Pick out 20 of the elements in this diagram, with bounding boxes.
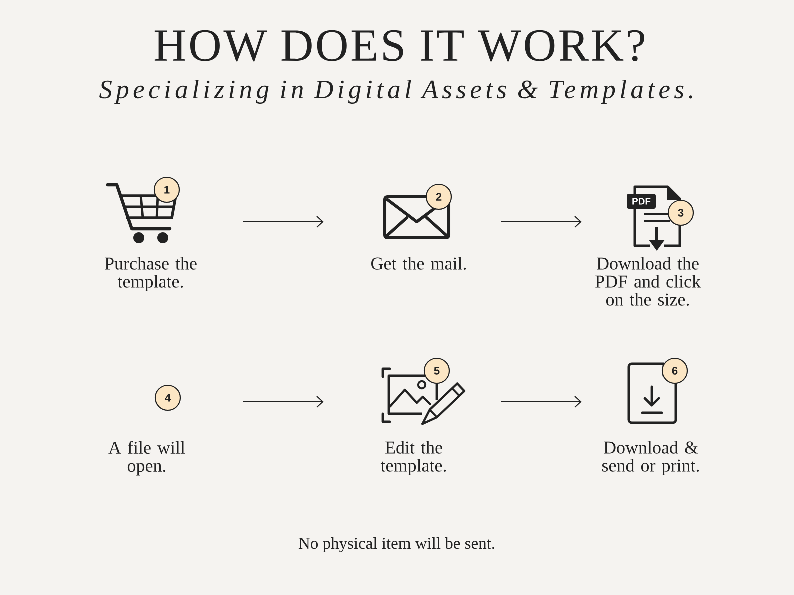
number-badge: 1 — [154, 176, 180, 204]
title: HOW DOES IT WORK? — [154, 30, 644, 62]
step-caption: Download & send or print. — [602, 441, 700, 476]
arrow — [243, 216, 324, 228]
subtitle: Specializing in Digital Assets & Templates. — [100, 80, 692, 104]
step-caption: Get the mail. — [372, 257, 466, 270]
arrow — [501, 216, 582, 228]
number-badge: 5 — [424, 358, 450, 384]
file-type-label: PDF — [627, 194, 656, 209]
note: No physical item will be sent. — [298, 538, 494, 552]
number-badge: 4 — [154, 384, 182, 412]
number-badge: 2 — [426, 184, 452, 210]
step-caption: Purchase the template. — [105, 257, 197, 292]
number-badge: 6 — [662, 358, 688, 384]
step-caption: A file will open. — [108, 441, 186, 476]
arrow — [501, 396, 582, 408]
number-badge: 3 — [668, 200, 694, 226]
arrow — [243, 396, 324, 408]
step-caption: Download the PDF and click on the size. — [596, 257, 701, 306]
step-caption: Edit the template. — [380, 441, 446, 476]
